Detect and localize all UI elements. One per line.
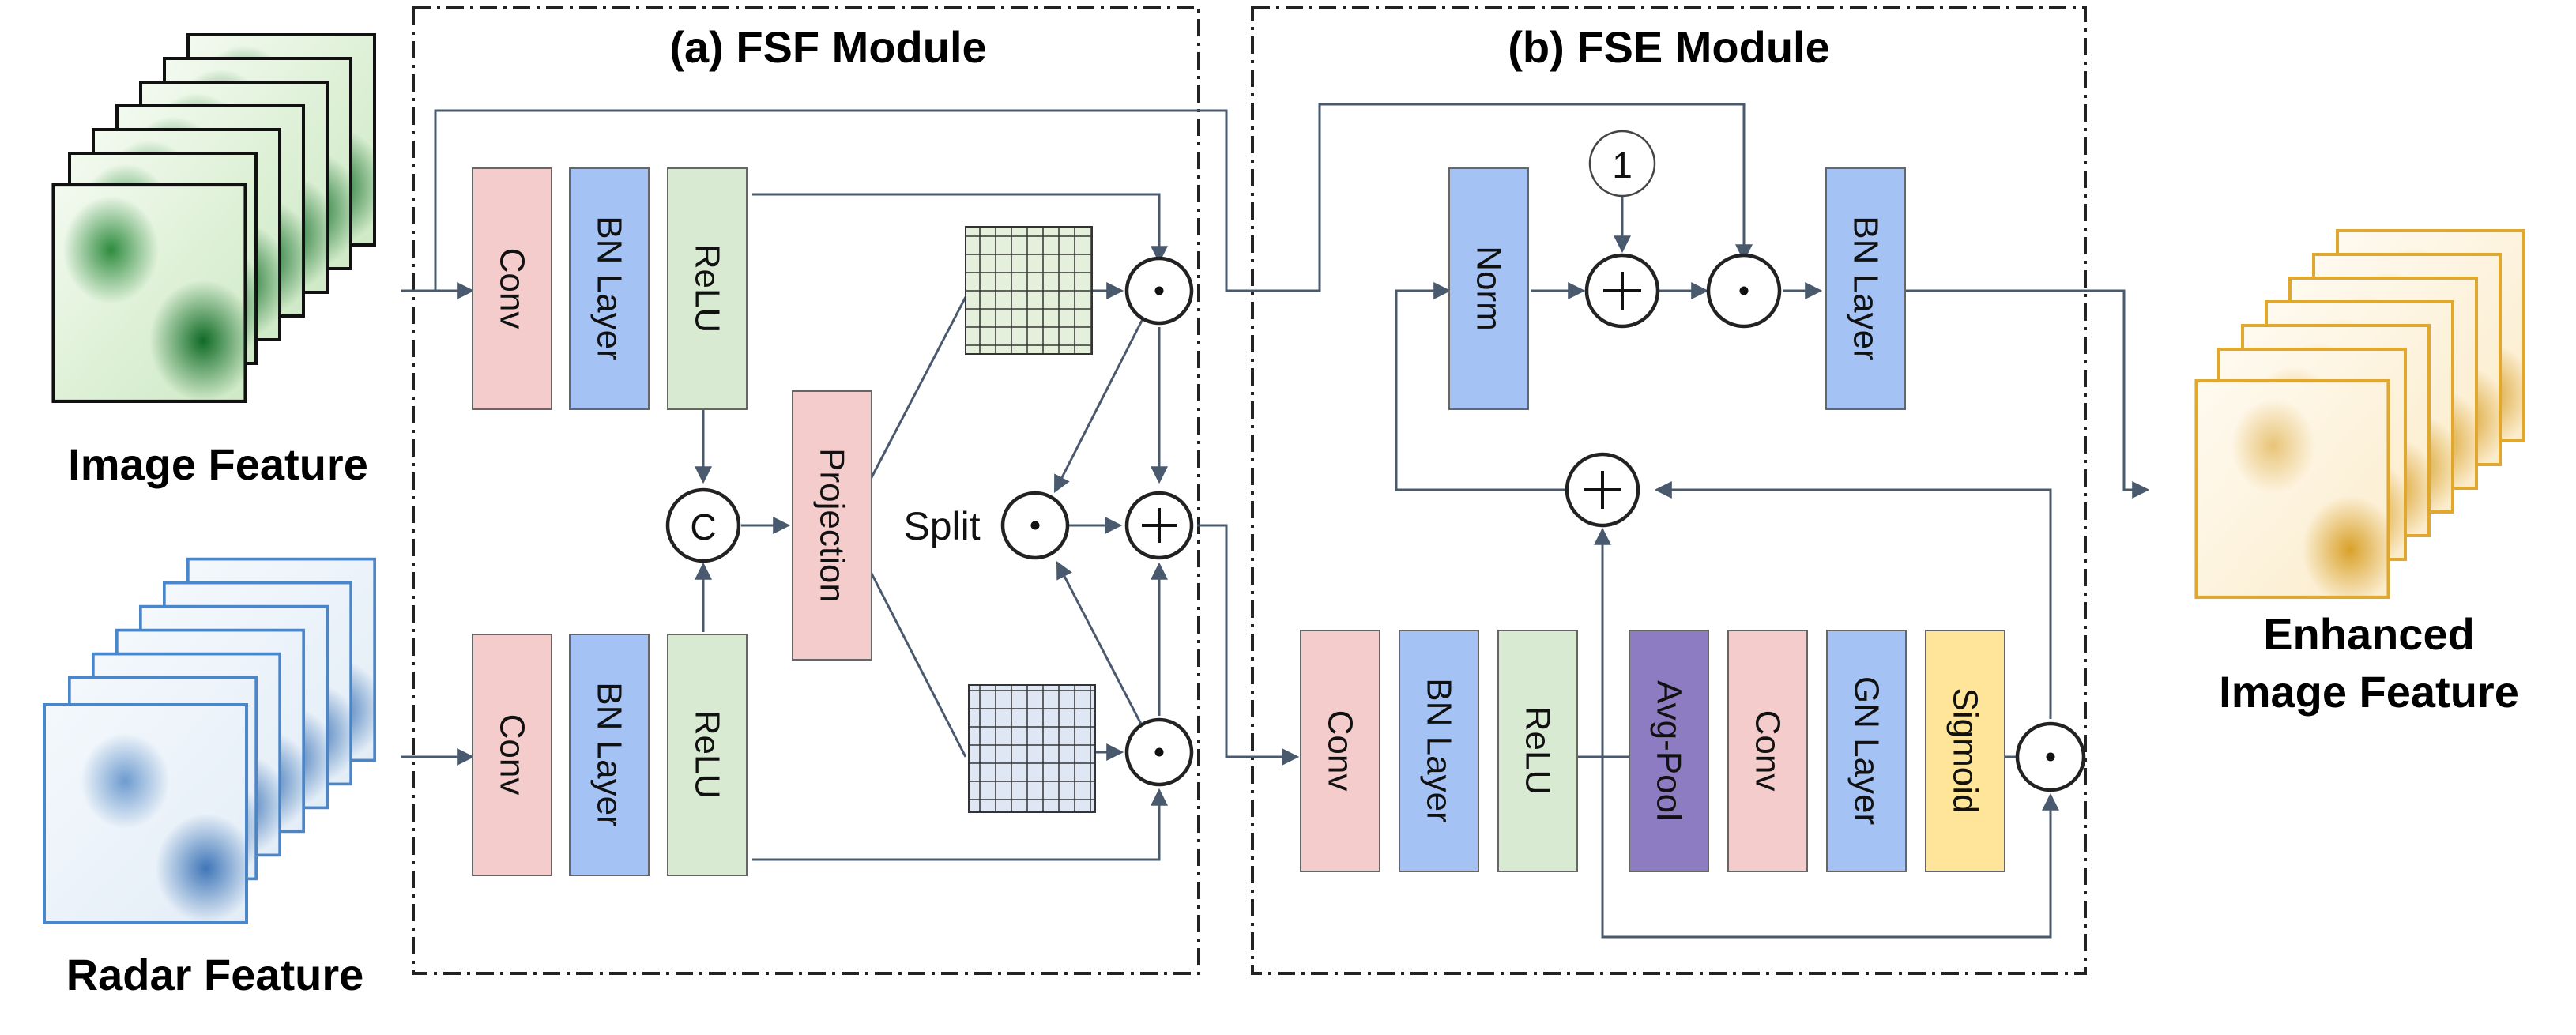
- image-feature-label: Image Feature: [68, 439, 368, 489]
- projection-block: Projection: [792, 390, 872, 661]
- plus-icon: [1565, 452, 1640, 528]
- radar-feature-label: Radar Feature: [66, 950, 364, 999]
- fse-conv-block: Conv: [1300, 630, 1380, 872]
- fse-module-title: (b) FSE Module: [1508, 22, 1830, 72]
- multiply-icon: [1124, 717, 1194, 787]
- fse-relu-label: ReLU: [1519, 706, 1557, 796]
- fse-conv2-block: Conv: [1727, 630, 1808, 872]
- gn-block: GN Layer: [1826, 630, 1907, 872]
- fsf-top-relu-label: ReLU: [688, 244, 727, 333]
- projection-label: Projection: [813, 448, 852, 603]
- image-weight-grid: [965, 226, 1093, 355]
- fsf-bottom-bn-label: BN Layer: [590, 682, 629, 826]
- fsf-top-conv-block: Conv: [472, 167, 552, 410]
- enhanced-feature-stack: [2197, 229, 2525, 597]
- fsf-bottom-relu-label: ReLU: [688, 710, 727, 800]
- fsf-bottom-branch: Conv BN Layer ReLU: [472, 634, 748, 876]
- constant-one-icon: 1: [1588, 130, 1656, 198]
- fsf-top-bn-label: BN Layer: [590, 216, 629, 360]
- plus-icon: [1124, 491, 1194, 560]
- image-feature-stack: [54, 33, 376, 401]
- fsf-bottom-bn-block: BN Layer: [569, 634, 650, 876]
- fse-bottom-chain: Conv BN Layer ReLU Avg-Pool Conv GN Laye…: [1300, 630, 2005, 872]
- fse-conv-label: Conv: [1321, 710, 1360, 792]
- concat-icon: C: [665, 487, 741, 563]
- norm-label: Norm: [1470, 246, 1508, 331]
- multiply-icon: [1000, 491, 1070, 560]
- fsf-bottom-relu-block: ReLU: [667, 634, 748, 876]
- multiply-icon: [2015, 721, 2086, 792]
- enhanced-feature-label-line1: Enhanced: [2263, 609, 2475, 659]
- radar-feature-stack: [43, 557, 376, 924]
- fsf-module-title: (a) FSF Module: [669, 22, 986, 72]
- multiply-icon: [1124, 256, 1194, 326]
- fsf-top-branch: Conv BN Layer ReLU: [472, 167, 748, 410]
- avgpool-label: Avg-Pool: [1650, 680, 1689, 821]
- multiply-icon: [1706, 253, 1782, 329]
- constant-one-label: 1: [1612, 145, 1633, 186]
- fsf-top-bn-block: BN Layer: [569, 167, 650, 410]
- fse-bn-label: BN Layer: [1847, 216, 1885, 360]
- fse-bn-layer-block: BN Layer: [1399, 630, 1479, 872]
- avgpool-block: Avg-Pool: [1629, 630, 1709, 872]
- concat-label: C: [690, 506, 716, 548]
- fsf-top-relu-block: ReLU: [667, 167, 748, 410]
- fsf-bottom-conv-label: Conv: [493, 714, 532, 796]
- radar-weight-grid: [968, 684, 1096, 813]
- fse-module-frame: (b) FSE Module: [1251, 6, 2087, 975]
- sigmoid-block: Sigmoid: [1925, 630, 2005, 872]
- plus-icon: [1584, 253, 1660, 329]
- fse-bn-block: BN Layer: [1825, 167, 1906, 410]
- fse-relu-block: ReLU: [1497, 630, 1578, 872]
- enhanced-feature-label-line2: Image Feature: [2219, 667, 2519, 717]
- fse-bn-layer-label: BN Layer: [1420, 678, 1459, 822]
- connections: [401, 103, 2150, 939]
- fsf-bottom-conv-block: Conv: [472, 634, 552, 876]
- fse-conv2-label: Conv: [1749, 710, 1787, 792]
- fsf-module-frame: (a) FSF Module: [412, 6, 1200, 975]
- split-label: Split: [903, 504, 980, 548]
- fsf-top-conv-label: Conv: [493, 248, 532, 329]
- norm-block: Norm: [1448, 167, 1529, 410]
- gn-label: GN Layer: [1847, 676, 1886, 825]
- sigmoid-label: Sigmoid: [1946, 688, 1985, 814]
